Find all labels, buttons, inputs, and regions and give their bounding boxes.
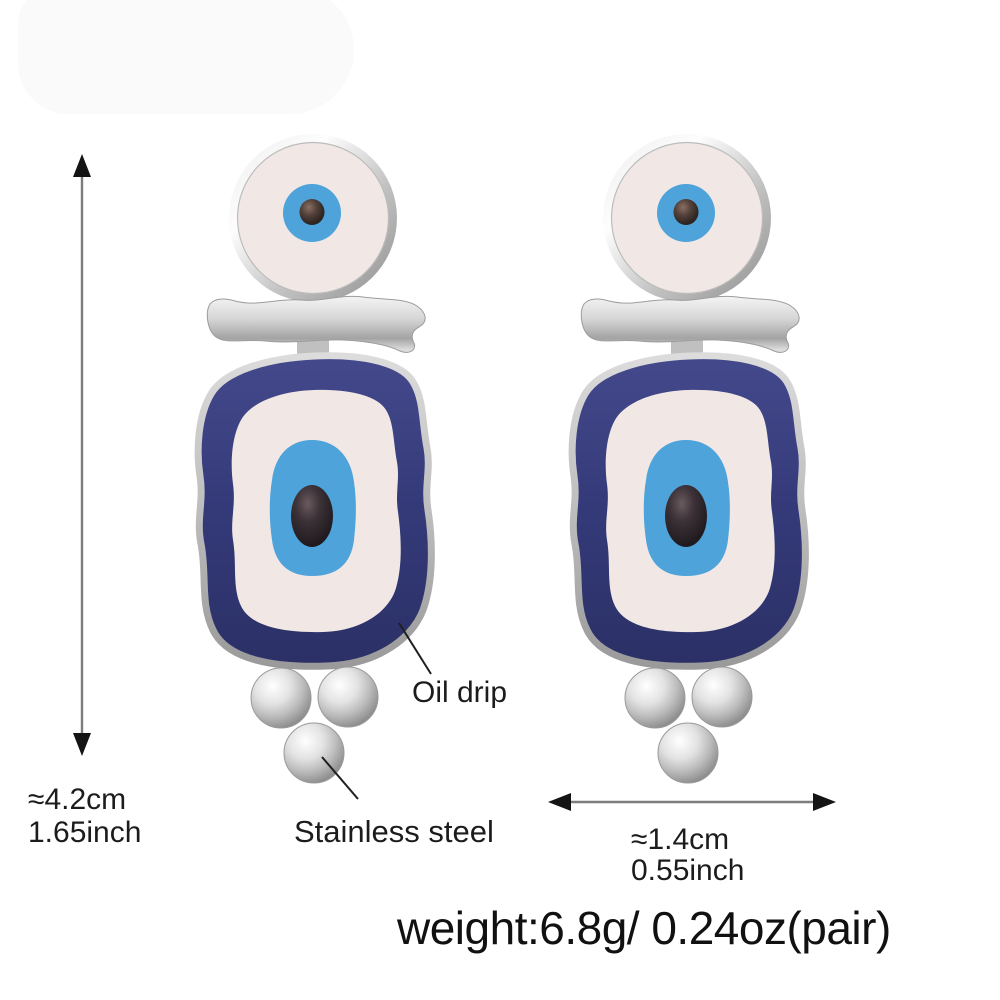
horizontal-dimension-arrow-icon (548, 793, 836, 811)
faded-watermark-blob (18, 0, 354, 114)
height-cm-text: ≈4.2cm (28, 783, 127, 816)
width-dimension-label: ≈1.4cm 0.55inch (631, 824, 744, 886)
right-earring (572, 134, 805, 783)
width-cm-text: ≈1.4cm (631, 823, 730, 856)
weight-label: weight:6.8g/ 0.24oz(pair) (397, 902, 891, 954)
stainless-steel-label: Stainless steel (294, 814, 494, 849)
height-dimension-label: ≈4.2cm 1.65inch (28, 783, 141, 849)
width-inch-text: 0.55inch (631, 854, 745, 887)
oil-drip-leader-line (398, 622, 432, 675)
left-earring (198, 134, 431, 783)
vertical-dimension-arrow-icon (73, 154, 91, 756)
height-inch-text: 1.65inch (28, 816, 142, 849)
oil-drip-label: Oil drip (412, 676, 508, 709)
stainless-steel-leader-line (321, 756, 359, 800)
